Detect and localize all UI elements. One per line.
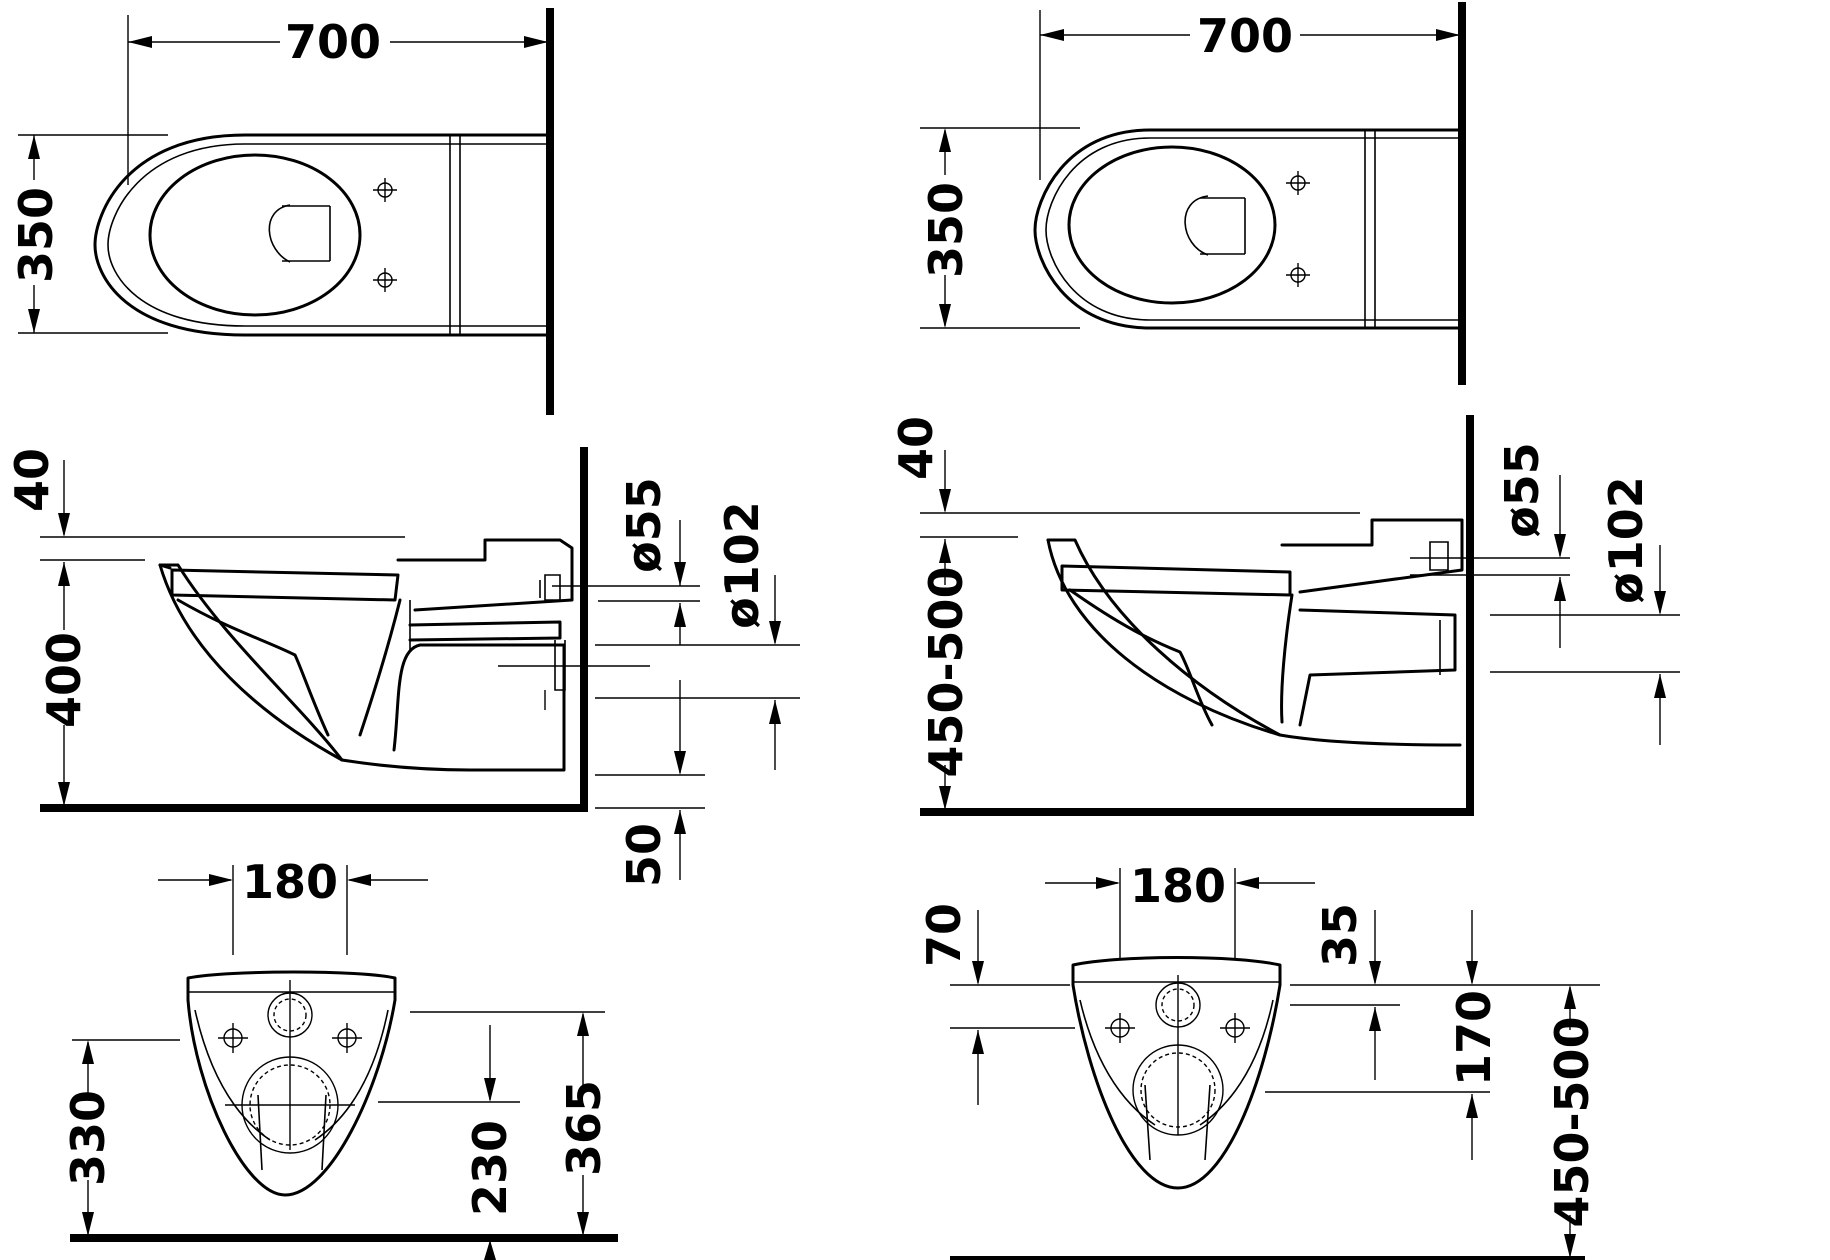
dimension-label: 700: [285, 15, 381, 69]
dimension-label: 40: [889, 416, 943, 480]
dimension-label: 350: [919, 182, 973, 278]
mounting-hole: [1105, 1013, 1135, 1043]
dimension-label: 50: [617, 823, 671, 887]
left-top-view: 700 350: [9, 8, 554, 415]
bowl-outline: [1033, 128, 1462, 330]
mounting-hole: [373, 178, 397, 202]
right-front-view: 180 70 35 170 450-500: [917, 859, 1600, 1260]
dimension-label: 400: [37, 632, 91, 728]
dimension-label: 40: [5, 448, 59, 512]
left-side-view: 40 400 ø55 ø102 50: [5, 447, 800, 887]
bowl-front-outline: [1071, 956, 1282, 1190]
bowl-front-outline: [186, 970, 397, 1197]
toilet-profile: [1046, 538, 1462, 747]
dimension-label: 35: [1313, 903, 1367, 967]
bowl-opening: [1067, 145, 1277, 305]
dimension-label: 450-500: [1545, 1016, 1599, 1227]
left-front-view: 180 330 230 365: [61, 855, 618, 1260]
dimension-label: 70: [917, 903, 971, 967]
mounting-hole: [1286, 171, 1310, 195]
dimension-label: 180: [242, 855, 338, 909]
mounting-hole: [1286, 263, 1310, 287]
dimension-label: 170: [1447, 990, 1501, 1086]
mounting-hole: [1220, 1013, 1250, 1043]
mounting-hole: [218, 1023, 248, 1053]
dimension-label: 365: [557, 1080, 611, 1176]
dimension-label: 700: [1197, 9, 1293, 63]
right-side-view: 40 450-500 ø55 ø102: [889, 415, 1680, 816]
bowl-outline: [93, 133, 550, 337]
dimension-label: ø102: [715, 501, 769, 629]
mounting-hole: [332, 1023, 362, 1053]
dimension-label: ø55: [1495, 442, 1549, 538]
dimension-label: 230: [463, 1120, 517, 1216]
dimension-label: ø102: [1599, 476, 1653, 604]
mounting-hole: [373, 268, 397, 292]
right-top-view: 700 350: [919, 2, 1466, 385]
dimension-label: 450-500: [919, 566, 973, 777]
bowl-opening: [148, 153, 362, 317]
dimension-label: 330: [61, 1090, 115, 1186]
dimension-label: 180: [1130, 859, 1226, 913]
dimension-label: ø55: [617, 477, 671, 573]
dimension-label: 350: [9, 187, 63, 283]
